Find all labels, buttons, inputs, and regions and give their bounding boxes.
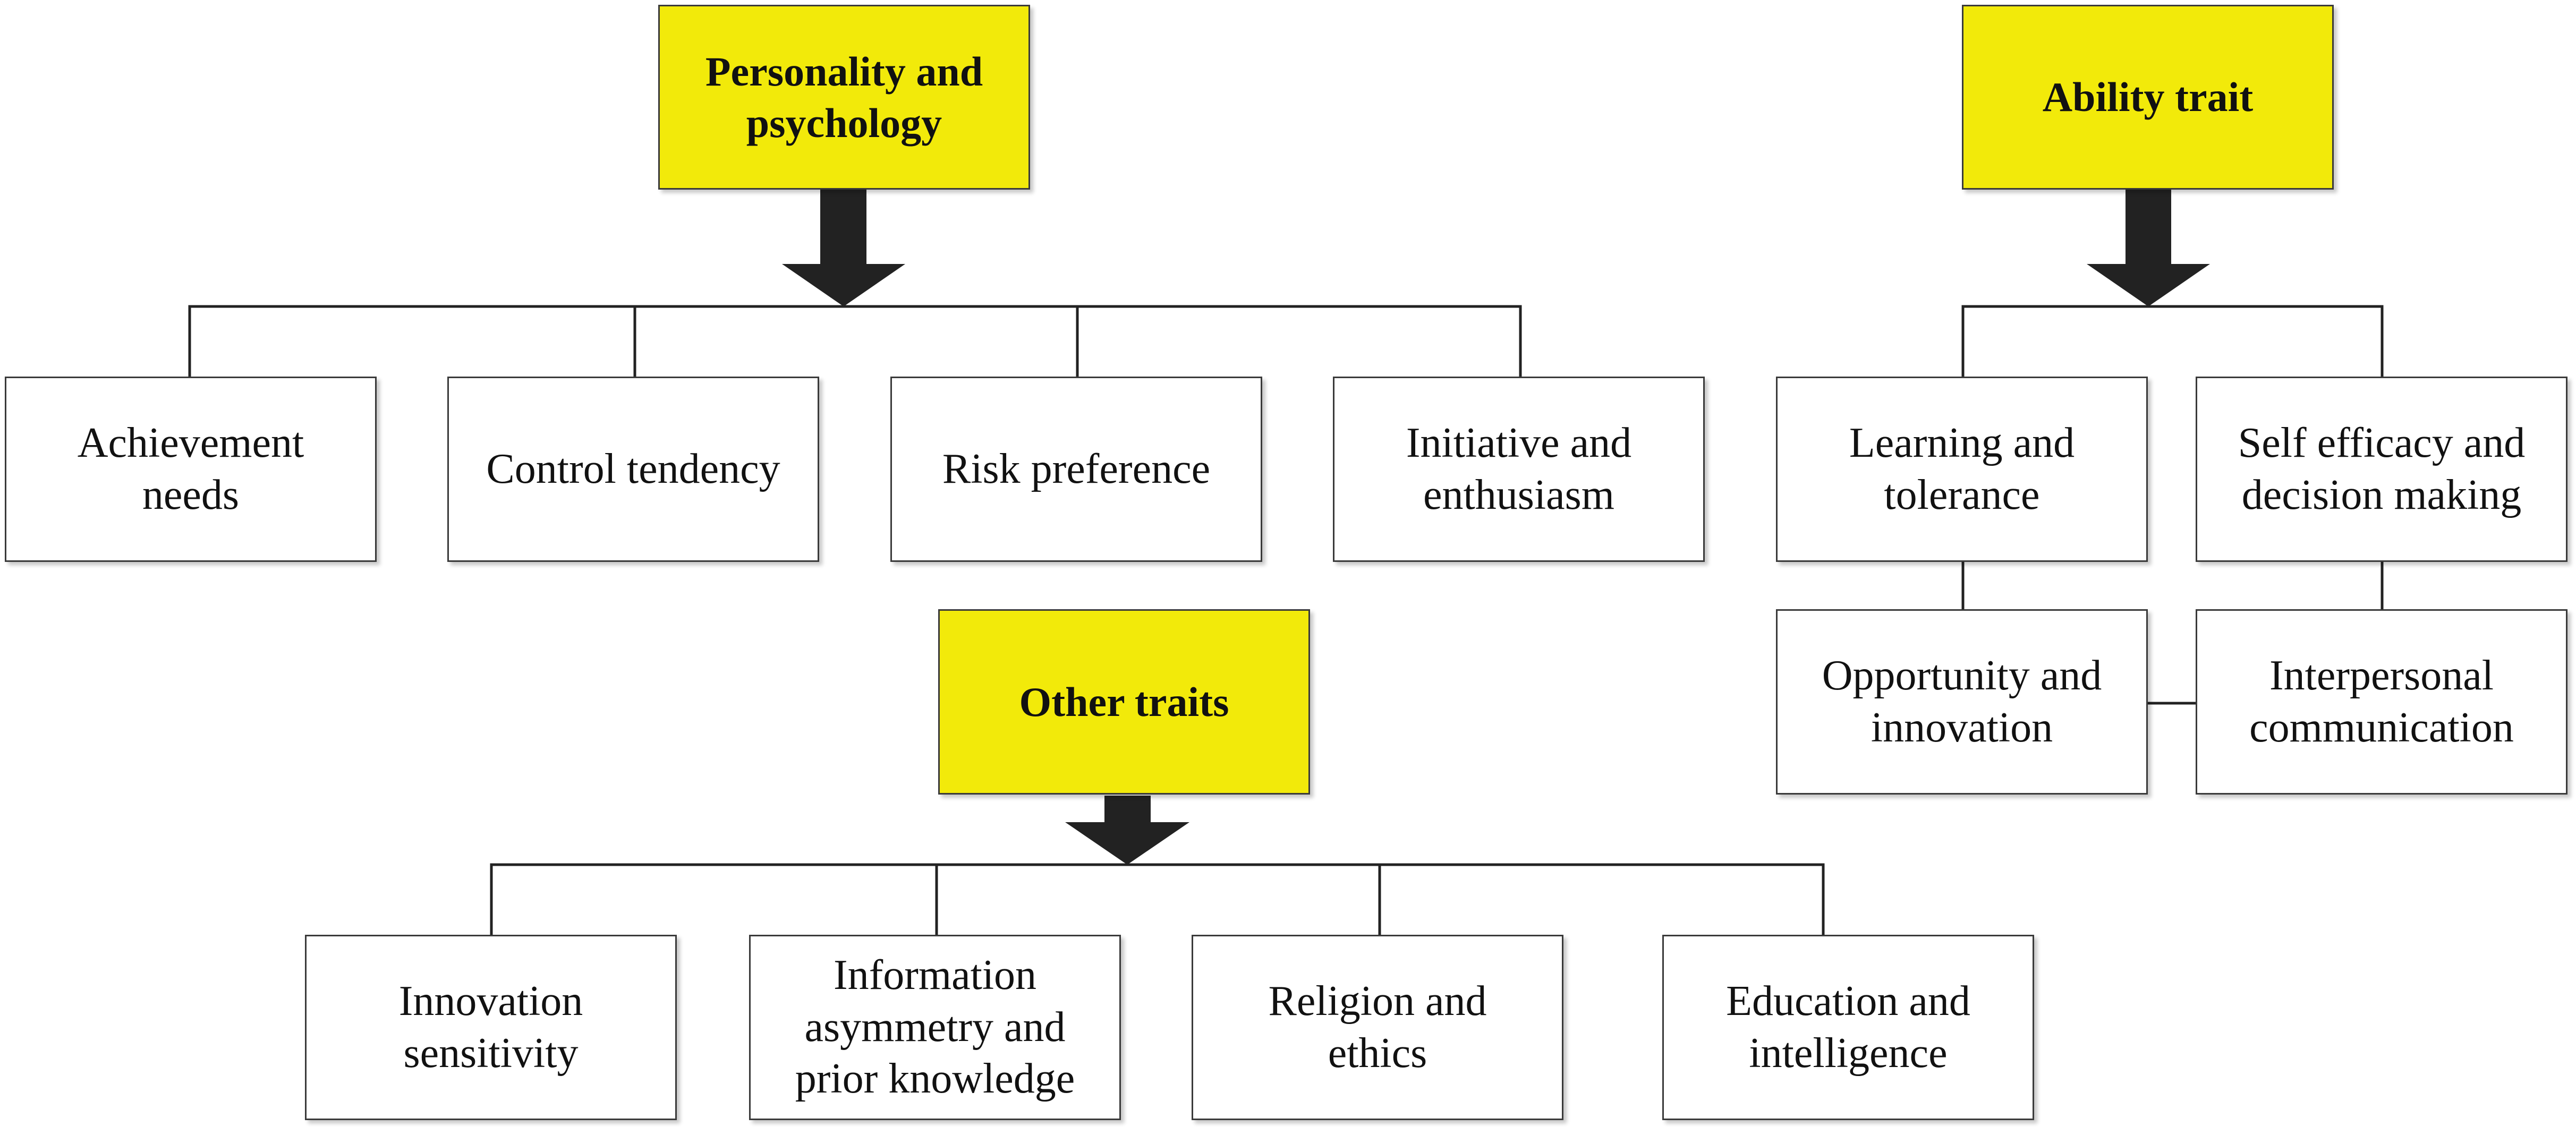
initiative-enthusiasm-box: Initiative and enthusiasm xyxy=(1333,377,1705,562)
education-intelligence-box: Education and intelligence xyxy=(1662,935,2034,1120)
self-efficacy-box: Self efficacy and decision making xyxy=(2196,377,2568,562)
innovation-sensitivity-box: Innovation sensitivity xyxy=(305,935,677,1120)
achievement-needs-label: Achievement needs xyxy=(77,419,304,518)
control-tendency-box: Control tendency xyxy=(447,377,819,562)
control-tendency-label: Control tendency xyxy=(486,445,780,492)
other-header-label: Other traits xyxy=(1019,678,1229,725)
learning-tolerance-box: Learning and tolerance xyxy=(1776,377,2148,562)
down-arrow-icon xyxy=(782,190,905,306)
interpersonal-communication-box: Interpersonal communication xyxy=(2196,609,2568,795)
opportunity-innovation-label: Opportunity and innovation xyxy=(1822,652,2102,751)
innovation-sensitivity-label: Innovation sensitivity xyxy=(398,977,583,1077)
risk-preference-label: Risk preference xyxy=(942,445,1211,492)
self-efficacy-label: Self efficacy and decision making xyxy=(2238,419,2526,518)
religion-ethics-label: Religion and ethics xyxy=(1268,977,1487,1077)
opportunity-innovation-box: Opportunity and innovation xyxy=(1776,609,2148,795)
down-arrow-icon xyxy=(2087,190,2210,306)
religion-ethics-box: Religion and ethics xyxy=(1192,935,1563,1120)
down-arrow-icon xyxy=(1065,796,1189,865)
learning-tolerance-label: Learning and tolerance xyxy=(1849,419,2075,518)
risk-preference-box: Risk preference xyxy=(890,377,1262,562)
interpersonal-communication-label: Interpersonal communication xyxy=(2249,652,2514,751)
personality-header-label: Personality and psychology xyxy=(705,48,983,147)
ability-header-label: Ability trait xyxy=(2042,74,2254,121)
achievement-needs-box: Achievement needs xyxy=(5,377,377,562)
information-asymmetry-label: Information asymmetry and prior knowledg… xyxy=(795,952,1075,1103)
information-asymmetry-box: Information asymmetry and prior knowledg… xyxy=(749,935,1121,1120)
other-header-box: Other traits xyxy=(938,609,1310,795)
education-intelligence-label: Education and intelligence xyxy=(1726,977,1970,1077)
ability-header-box: Ability trait xyxy=(1962,5,2334,190)
initiative-enthusiasm-label: Initiative and enthusiasm xyxy=(1406,419,1632,518)
personality-header-box: Personality and psychology xyxy=(658,5,1030,190)
